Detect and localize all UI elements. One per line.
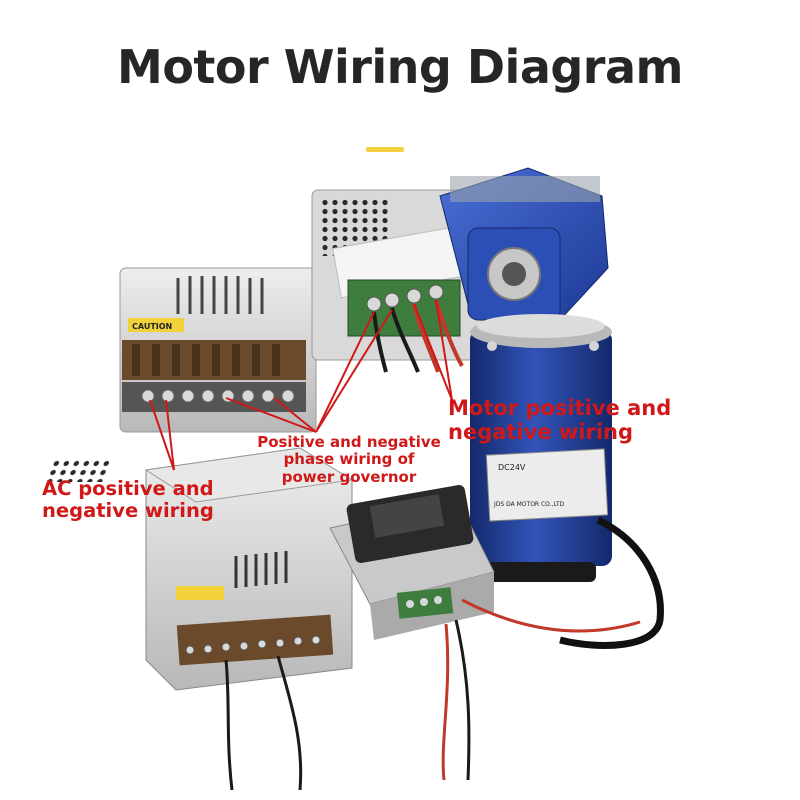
title-accent-bar (366, 147, 404, 152)
svg-text:CAUTION: CAUTION (132, 322, 172, 331)
svg-text:JDS DA MOTOR CO.,LTD: JDS DA MOTOR CO.,LTD (493, 501, 565, 508)
switching-power-supply (42, 447, 354, 791)
callout-ac-wiring: AC positive and negative wiring (42, 477, 214, 523)
callout-governor-wiring: Positive and negative phase wiring of po… (257, 433, 441, 486)
gearbox-flange (467, 227, 561, 321)
callout-pointer-lines (149, 299, 453, 471)
psu-warning-label (128, 318, 184, 332)
page-title: Motor Wiring Diagram (117, 40, 683, 94)
dc-gear-motor: DC24V JDS DA MOTOR CO.,LTD (439, 167, 664, 649)
callout-motor-wiring: Motor positive and negative wiring (448, 396, 672, 445)
svg-text:DC24V: DC24V (498, 463, 526, 472)
speed-governor-board (329, 484, 641, 781)
motor-nameplate (485, 448, 609, 522)
